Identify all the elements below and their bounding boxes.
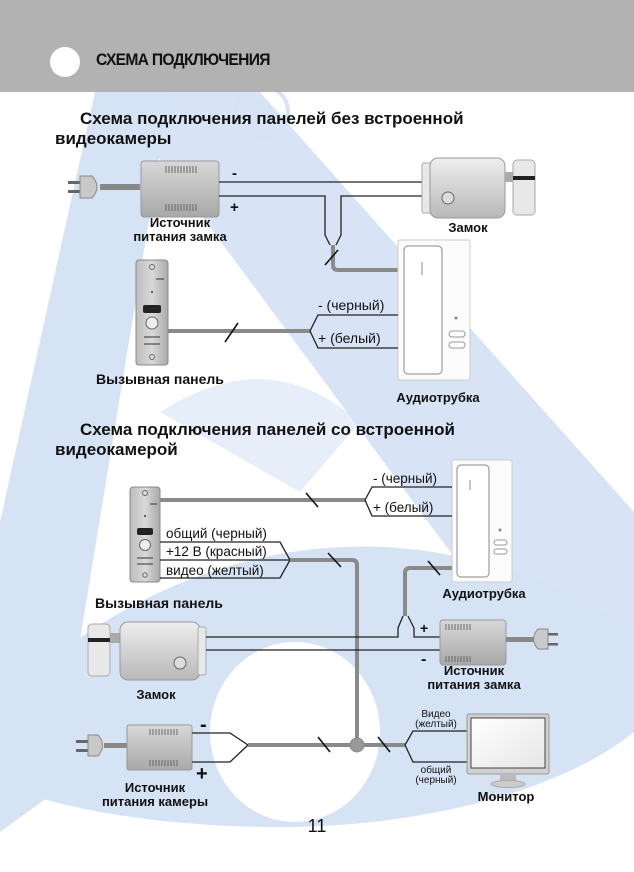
wire-minus-label: - (черный) xyxy=(318,297,384,313)
handset-lock-cable xyxy=(403,566,452,616)
audio-handset-2 xyxy=(451,459,513,583)
registered-mark-icon: R xyxy=(248,95,273,133)
audio-handset xyxy=(397,239,471,381)
cam-psu-label-cont: питания камеры xyxy=(102,794,208,809)
lock-power-supply xyxy=(140,160,220,218)
cable-break-mark xyxy=(317,736,331,753)
lock-wires xyxy=(219,181,425,246)
wire-plus-label-2: + (белый) xyxy=(373,500,433,515)
monitor-common-label: общий xyxy=(421,764,452,776)
lock-psu-label: Источник xyxy=(444,663,505,678)
section2-title: Схема подключения панелей со встроенной xyxy=(80,420,455,439)
cable-break-mark xyxy=(377,736,391,753)
monitor-video-label: Видео xyxy=(421,709,451,720)
section2-title-cont: видеокамерой xyxy=(55,440,178,459)
lock-label: Замок xyxy=(448,220,488,235)
junction-node xyxy=(349,737,365,753)
cable-break-mark xyxy=(327,552,342,568)
lock-device xyxy=(421,157,536,219)
cable-break-mark xyxy=(427,560,441,576)
cable-break-mark xyxy=(324,249,339,266)
wire-12v-label: +12 В (красный) xyxy=(166,544,267,559)
wire-video-label: видео (желтый) xyxy=(166,563,264,578)
page-title: СХЕМА ПОДКЛЮЧЕНИЯ xyxy=(96,50,270,69)
lock-psu-plus-label: + xyxy=(420,620,428,636)
handset-cable xyxy=(331,245,402,272)
video-trunk-cable xyxy=(290,558,359,745)
call-panel-2 xyxy=(129,486,161,583)
cam-psu-minus-label: - xyxy=(200,714,207,736)
page-number: 11 xyxy=(307,816,327,836)
wire-plus-label: + (белый) xyxy=(318,330,381,346)
cable-break-mark xyxy=(305,492,319,508)
power-plug-icon-2 xyxy=(506,628,558,650)
cam-psu-plus-label: + xyxy=(196,763,208,785)
handset-wires xyxy=(309,314,398,349)
header-bullet-icon xyxy=(50,47,80,77)
camera-power-supply xyxy=(126,724,193,771)
monitor-common-label-cont: (черный) xyxy=(415,775,456,786)
psu-minus-label: - xyxy=(232,165,237,182)
power-plug-icon xyxy=(68,175,140,199)
cable-break-mark xyxy=(224,322,239,343)
handset-wires-2 xyxy=(364,486,452,517)
lock-wires-2 xyxy=(206,615,440,651)
section1-title-cont: видеокамеры xyxy=(55,129,171,148)
wire-common-label: общий (черный) xyxy=(166,526,267,541)
lock-label-2: Замок xyxy=(136,687,176,702)
lock-psu-minus-label: - xyxy=(421,651,426,668)
psu-label: Источник xyxy=(150,215,211,230)
power-plug-icon-3 xyxy=(76,734,128,757)
cam-psu-label: Источник xyxy=(125,780,186,795)
psu-plus-label: + xyxy=(230,199,239,216)
monitor-device xyxy=(466,713,550,788)
call-panel xyxy=(135,259,169,366)
panel-label: Вызывная панель xyxy=(96,371,224,387)
section1-title: Схема подключения панелей без встроенной xyxy=(80,109,464,128)
video-panel-wires xyxy=(160,541,291,579)
monitor-video-label-cont: (желтый) xyxy=(415,719,457,730)
monitor-label: Монитор xyxy=(478,789,535,804)
wire-minus-label-2: - (черный) xyxy=(373,471,437,486)
camera-psu-wires xyxy=(192,732,249,763)
lock-device-2 xyxy=(87,621,207,681)
handset-label: Аудиотрубка xyxy=(396,390,480,405)
lock-power-supply-2 xyxy=(439,619,507,666)
psu-label-cont: питания замка xyxy=(133,229,227,244)
page-header: СХЕМА ПОДКЛЮЧЕНИЯ xyxy=(0,0,634,92)
lock-psu-label-cont: питания замка xyxy=(427,677,521,692)
monitor-wires xyxy=(404,730,467,763)
handset-label-2: Аудиотрубка xyxy=(442,586,526,601)
panel-label-2: Вызывная панель xyxy=(95,595,223,611)
